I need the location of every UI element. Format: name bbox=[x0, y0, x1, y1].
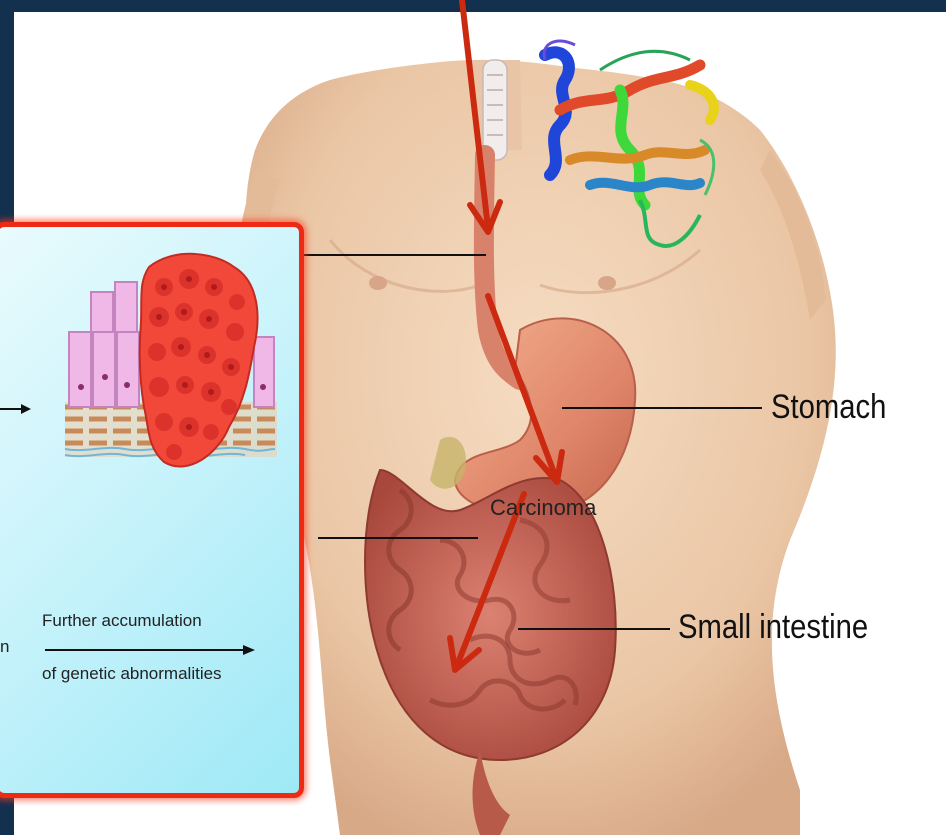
label-stomach: Stomach bbox=[771, 388, 886, 427]
label-genetic-abnormalities: of genetic abnormalities bbox=[42, 664, 222, 684]
label-truncated-left: n bbox=[0, 637, 9, 657]
label-carcinoma: Carcinoma bbox=[490, 495, 596, 521]
label-further-accumulation: Further accumulation bbox=[42, 611, 202, 631]
torso bbox=[234, 60, 836, 835]
label-small-intestine: Small intestine bbox=[678, 608, 868, 647]
carcinoma-inset-panel bbox=[0, 222, 304, 798]
carcinoma-cell-illustration bbox=[0, 227, 299, 793]
